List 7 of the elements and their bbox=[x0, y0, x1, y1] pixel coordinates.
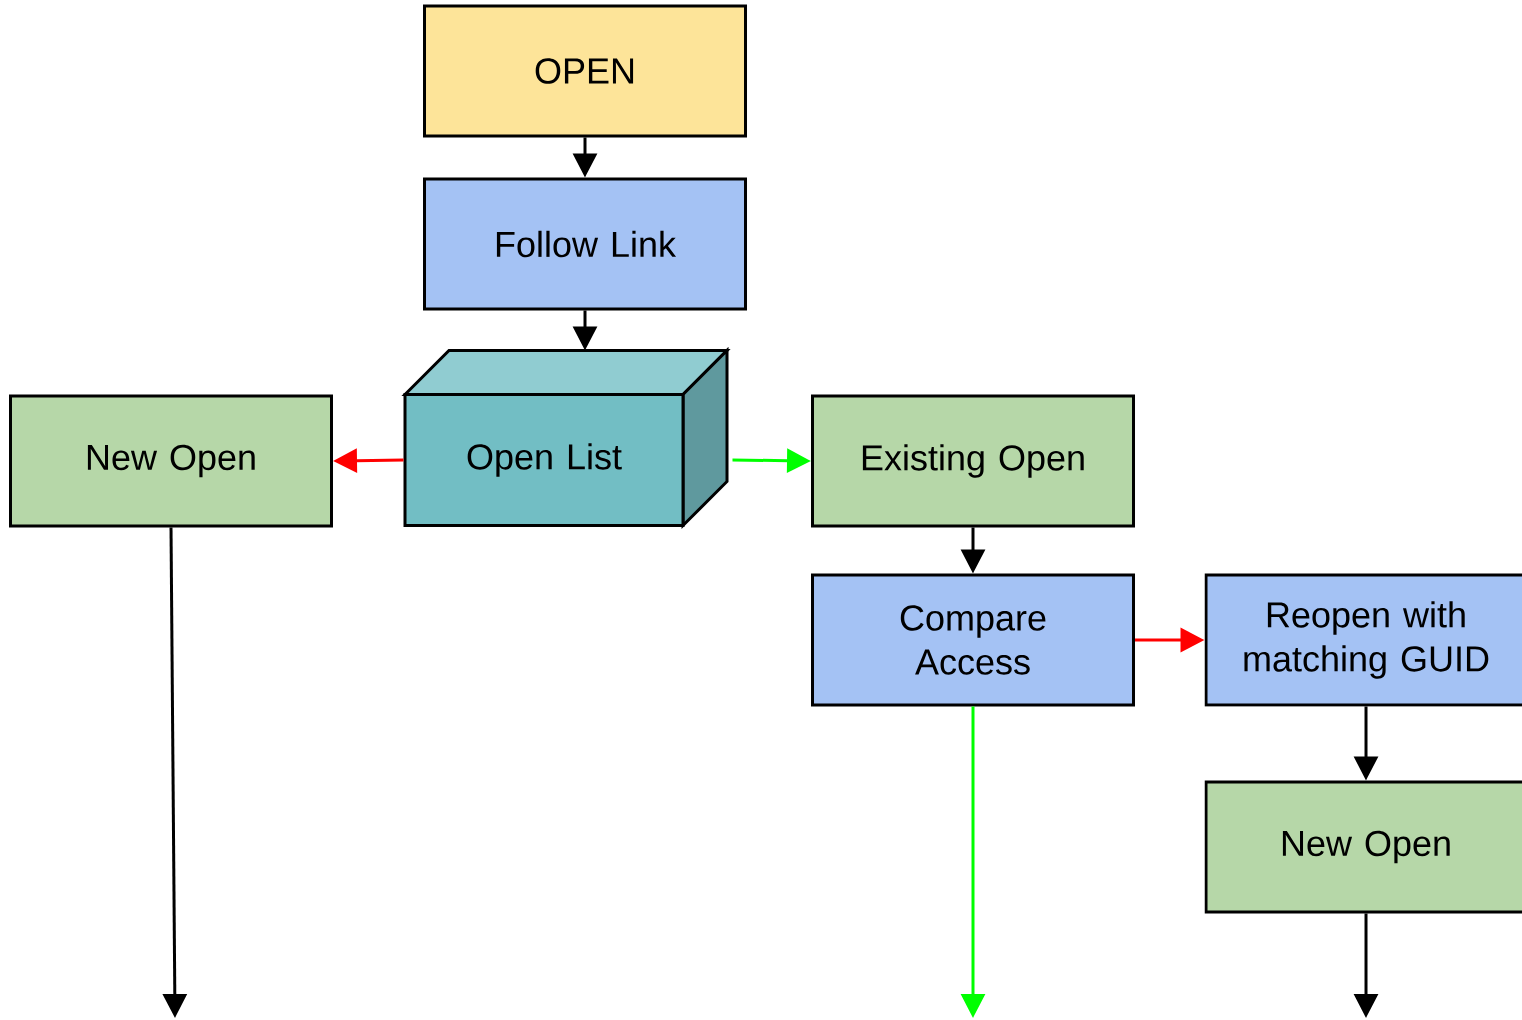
process-box: New Open bbox=[1204, 780, 1522, 914]
process-box: Existing Open bbox=[811, 394, 1135, 528]
process-box: Follow Link bbox=[423, 177, 747, 311]
process-box: Compare Access bbox=[811, 573, 1135, 707]
process-box: Reopen with matching GUID bbox=[1204, 573, 1522, 707]
process-box: New Open bbox=[9, 394, 333, 528]
process-box: OPEN bbox=[423, 4, 747, 138]
